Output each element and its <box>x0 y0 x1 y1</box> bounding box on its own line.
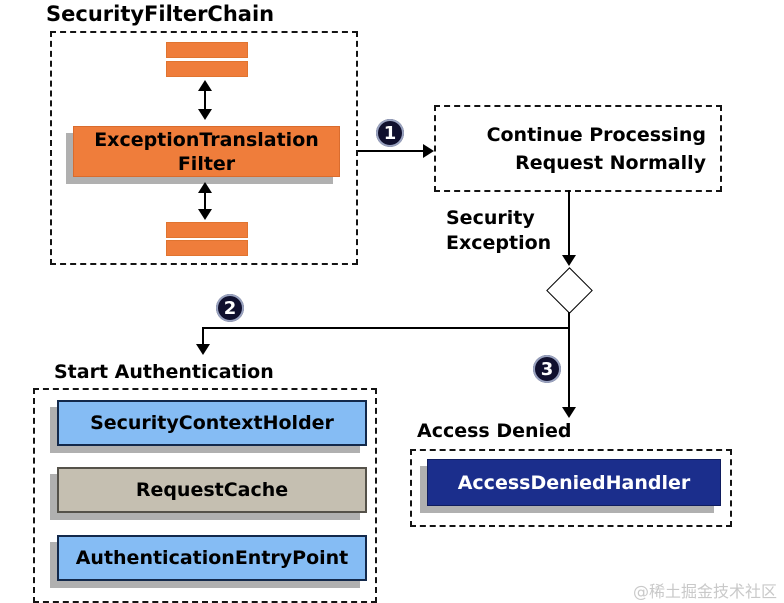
security-context-holder-box: SecurityContextHolder <box>57 400 367 446</box>
arrow-down-head-bottom <box>198 209 212 220</box>
filter-label-line1: ExceptionTranslation <box>94 128 319 151</box>
access-denied-container <box>410 449 732 527</box>
access-denied-handler-label: AccessDeniedHandler <box>457 471 691 494</box>
arrow-line-top <box>204 90 206 111</box>
diamond-down-line <box>568 312 570 408</box>
continue-processing-box: Continue Processing Request Normally <box>434 105 722 192</box>
filter-chain-bar-top-1 <box>166 42 248 58</box>
branch-down-arrow-head <box>562 407 576 418</box>
security-exception-line1: Security <box>446 207 535 229</box>
security-context-holder-label: SecurityContextHolder <box>90 412 334 434</box>
step-1-arrow-line <box>358 150 424 152</box>
authentication-entry-point-label: AuthenticationEntryPoint <box>75 547 349 569</box>
continue-label-line1: Continue Processing <box>486 123 706 146</box>
arrow-line-bottom <box>204 192 206 211</box>
exception-translation-filter-box: ExceptionTranslation Filter <box>73 126 340 177</box>
watermark-text: @稀土掘金技术社区 <box>633 582 778 601</box>
access-denied-handler-box: AccessDeniedHandler <box>427 459 721 506</box>
step-1-badge: 1 <box>376 119 404 147</box>
branch-left-line <box>202 327 570 329</box>
security-filter-chain-title: SecurityFilterChain <box>46 2 275 26</box>
decision-diamond <box>546 267 593 314</box>
step-1-arrow-head <box>423 144 434 158</box>
exception-flow-arrow-head <box>562 255 576 266</box>
access-denied-title: Access Denied <box>417 420 572 442</box>
start-authentication-title: Start Authentication <box>54 361 274 383</box>
step-2-badge: 2 <box>216 294 244 322</box>
branch-left-drop-line <box>202 327 204 346</box>
security-exception-label: Security Exception <box>446 206 551 256</box>
filter-label-line2: Filter <box>177 152 236 175</box>
authentication-entry-point-box: AuthenticationEntryPoint <box>57 535 367 581</box>
exception-flow-line <box>568 190 570 255</box>
filter-chain-bar-bottom-1 <box>166 222 248 238</box>
start-authentication-container <box>33 388 377 603</box>
arrow-up-head-top <box>198 80 212 91</box>
continue-label-line2: Request Normally <box>515 151 706 174</box>
request-cache-label: RequestCache <box>135 479 289 501</box>
filter-chain-bar-bottom-2 <box>166 240 248 256</box>
arrow-down-head-top <box>198 109 212 120</box>
step-3-badge: 3 <box>533 355 561 383</box>
arrow-up-head-bottom <box>198 182 212 193</box>
filter-chain-bar-top-2 <box>166 61 248 77</box>
security-exception-line2: Exception <box>446 232 552 254</box>
request-cache-box: RequestCache <box>57 467 367 513</box>
branch-left-arrow-head <box>196 344 210 355</box>
security-filter-chain-container <box>50 31 358 265</box>
